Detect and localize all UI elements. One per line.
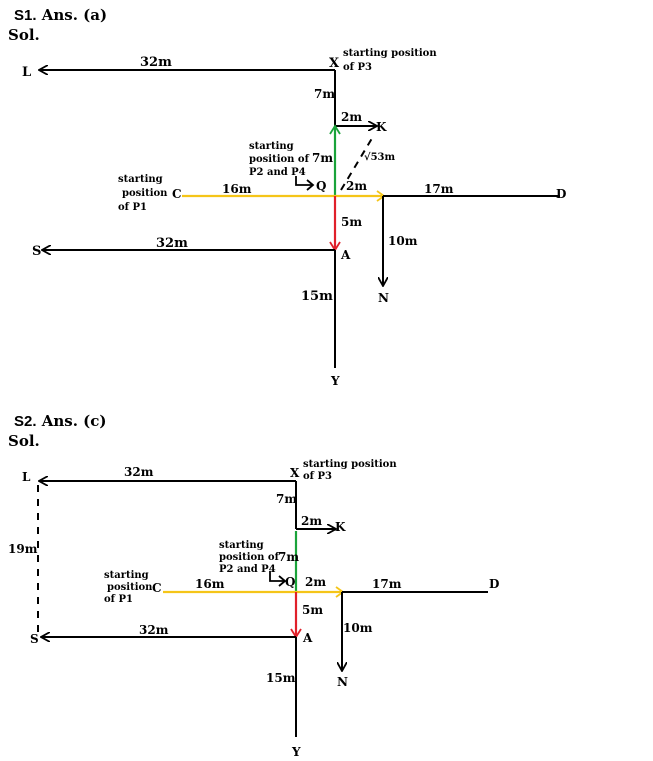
s2-note-p24-1: starting: [219, 540, 264, 551]
s1-label-d: D: [556, 187, 566, 201]
s2-note-p1-3: of P1: [104, 594, 133, 605]
s2-question-number: S2.: [14, 413, 37, 430]
s1-label-5m: 5m: [341, 215, 362, 229]
s2-hook-arrowhead: [278, 575, 287, 587]
s1-green-arrowhead: [329, 124, 341, 135]
s1-label-s: S: [32, 244, 41, 259]
s1-label-n: N: [378, 291, 389, 305]
s2-note-p1-1: starting: [104, 570, 149, 581]
s2-label-17m: 17m: [372, 577, 402, 591]
s2-label-7m-q: 7m: [278, 550, 299, 564]
s2-label-y: Y: [291, 745, 301, 759]
s2-label-2m-k: 2m: [301, 514, 322, 528]
s2-label-x: X: [290, 466, 300, 480]
s1-label-c: C: [172, 187, 182, 201]
s1-label-32m-s: 32m: [156, 236, 188, 251]
s1-diagram: L 32m X starting position of P3 7m 2m K …: [22, 48, 566, 388]
s1-label-k: K: [376, 120, 387, 134]
s2-label-7m: 7m: [276, 492, 297, 506]
s1-label-x: X: [329, 56, 340, 71]
s1-label-7m: 7m: [314, 87, 335, 101]
s1-note-p3-1: starting position: [343, 48, 437, 59]
s2-label-s: S: [30, 632, 39, 646]
s1-label-2m-q: 2m: [346, 179, 367, 193]
s1-answer: Ans. (a): [41, 6, 108, 24]
s1-note-p24-3: P2 and P4: [249, 167, 306, 178]
s1-label-7m-q: 7m: [312, 151, 333, 165]
s1-label-l: L: [22, 65, 31, 80]
s2-heading: S2. Ans. (c): [14, 412, 107, 430]
s1-question-number: S1.: [14, 7, 37, 24]
s2-answer: Ans. (c): [41, 412, 107, 430]
s2-label-5m: 5m: [302, 603, 323, 617]
s1-label-q: Q: [316, 179, 326, 193]
s2-label-32m-top: 32m: [124, 465, 154, 479]
s2-label-d: D: [489, 577, 499, 591]
s1-hook-arrowhead: [306, 179, 315, 191]
s2-label-n: N: [337, 675, 348, 689]
s2-label-16m: 16m: [195, 577, 225, 591]
s1-sol-label: Sol.: [8, 26, 40, 44]
s1-hook-arrow: [295, 176, 312, 186]
s1-label-2m-k: 2m: [341, 110, 362, 124]
s1-heading: S1. Ans. (a): [14, 6, 107, 24]
s1-label-root53: √53m: [364, 151, 395, 163]
s2-note-p24-2: position of: [219, 552, 280, 563]
s1-label-y: Y: [330, 374, 340, 388]
s1-dashed-diagonal: [340, 134, 375, 191]
s2-note-p3-2: of P3: [303, 471, 332, 482]
s1-note-p1-3: of P1: [118, 202, 147, 213]
s2-diagram: L 32m X starting position of P3 7m 2m K …: [8, 459, 499, 759]
s1-note-p24-2: position of: [249, 154, 310, 165]
s1-label-16m: 16m: [222, 182, 252, 196]
s1-note-p1-2: position: [122, 188, 168, 199]
s1-label-17m: 17m: [424, 182, 454, 196]
s1-label-32m-top: 32m: [140, 55, 172, 70]
s2-hook-arrow: [269, 571, 284, 582]
s2-label-15m: 15m: [266, 671, 296, 685]
s2-label-32m-s: 32m: [139, 623, 169, 637]
s2-label-10m: 10m: [343, 621, 373, 635]
s2-note-p1-2: position: [107, 582, 153, 593]
s2-label-k: K: [335, 520, 346, 534]
s2-label-19m: 19m: [8, 542, 38, 556]
s2-label-2m-q: 2m: [305, 575, 326, 589]
s2-label-c: C: [152, 581, 162, 595]
s1-label-15m: 15m: [301, 289, 333, 304]
s2-note-p24-3: P2 and P4: [219, 564, 276, 575]
s1-label-a: A: [340, 248, 351, 262]
s2-label-l: L: [22, 470, 31, 484]
s1-note-p24-1: starting: [249, 141, 294, 152]
s1-note-p1-1: starting: [118, 174, 163, 185]
s2-sol-label: Sol.: [8, 432, 40, 450]
s1-note-p3-2: of P3: [343, 62, 372, 73]
s2-label-q: Q: [285, 575, 295, 589]
s2-note-p3-1: starting position: [303, 459, 397, 470]
s2-label-a: A: [302, 631, 313, 645]
s1-label-10m: 10m: [388, 234, 418, 248]
